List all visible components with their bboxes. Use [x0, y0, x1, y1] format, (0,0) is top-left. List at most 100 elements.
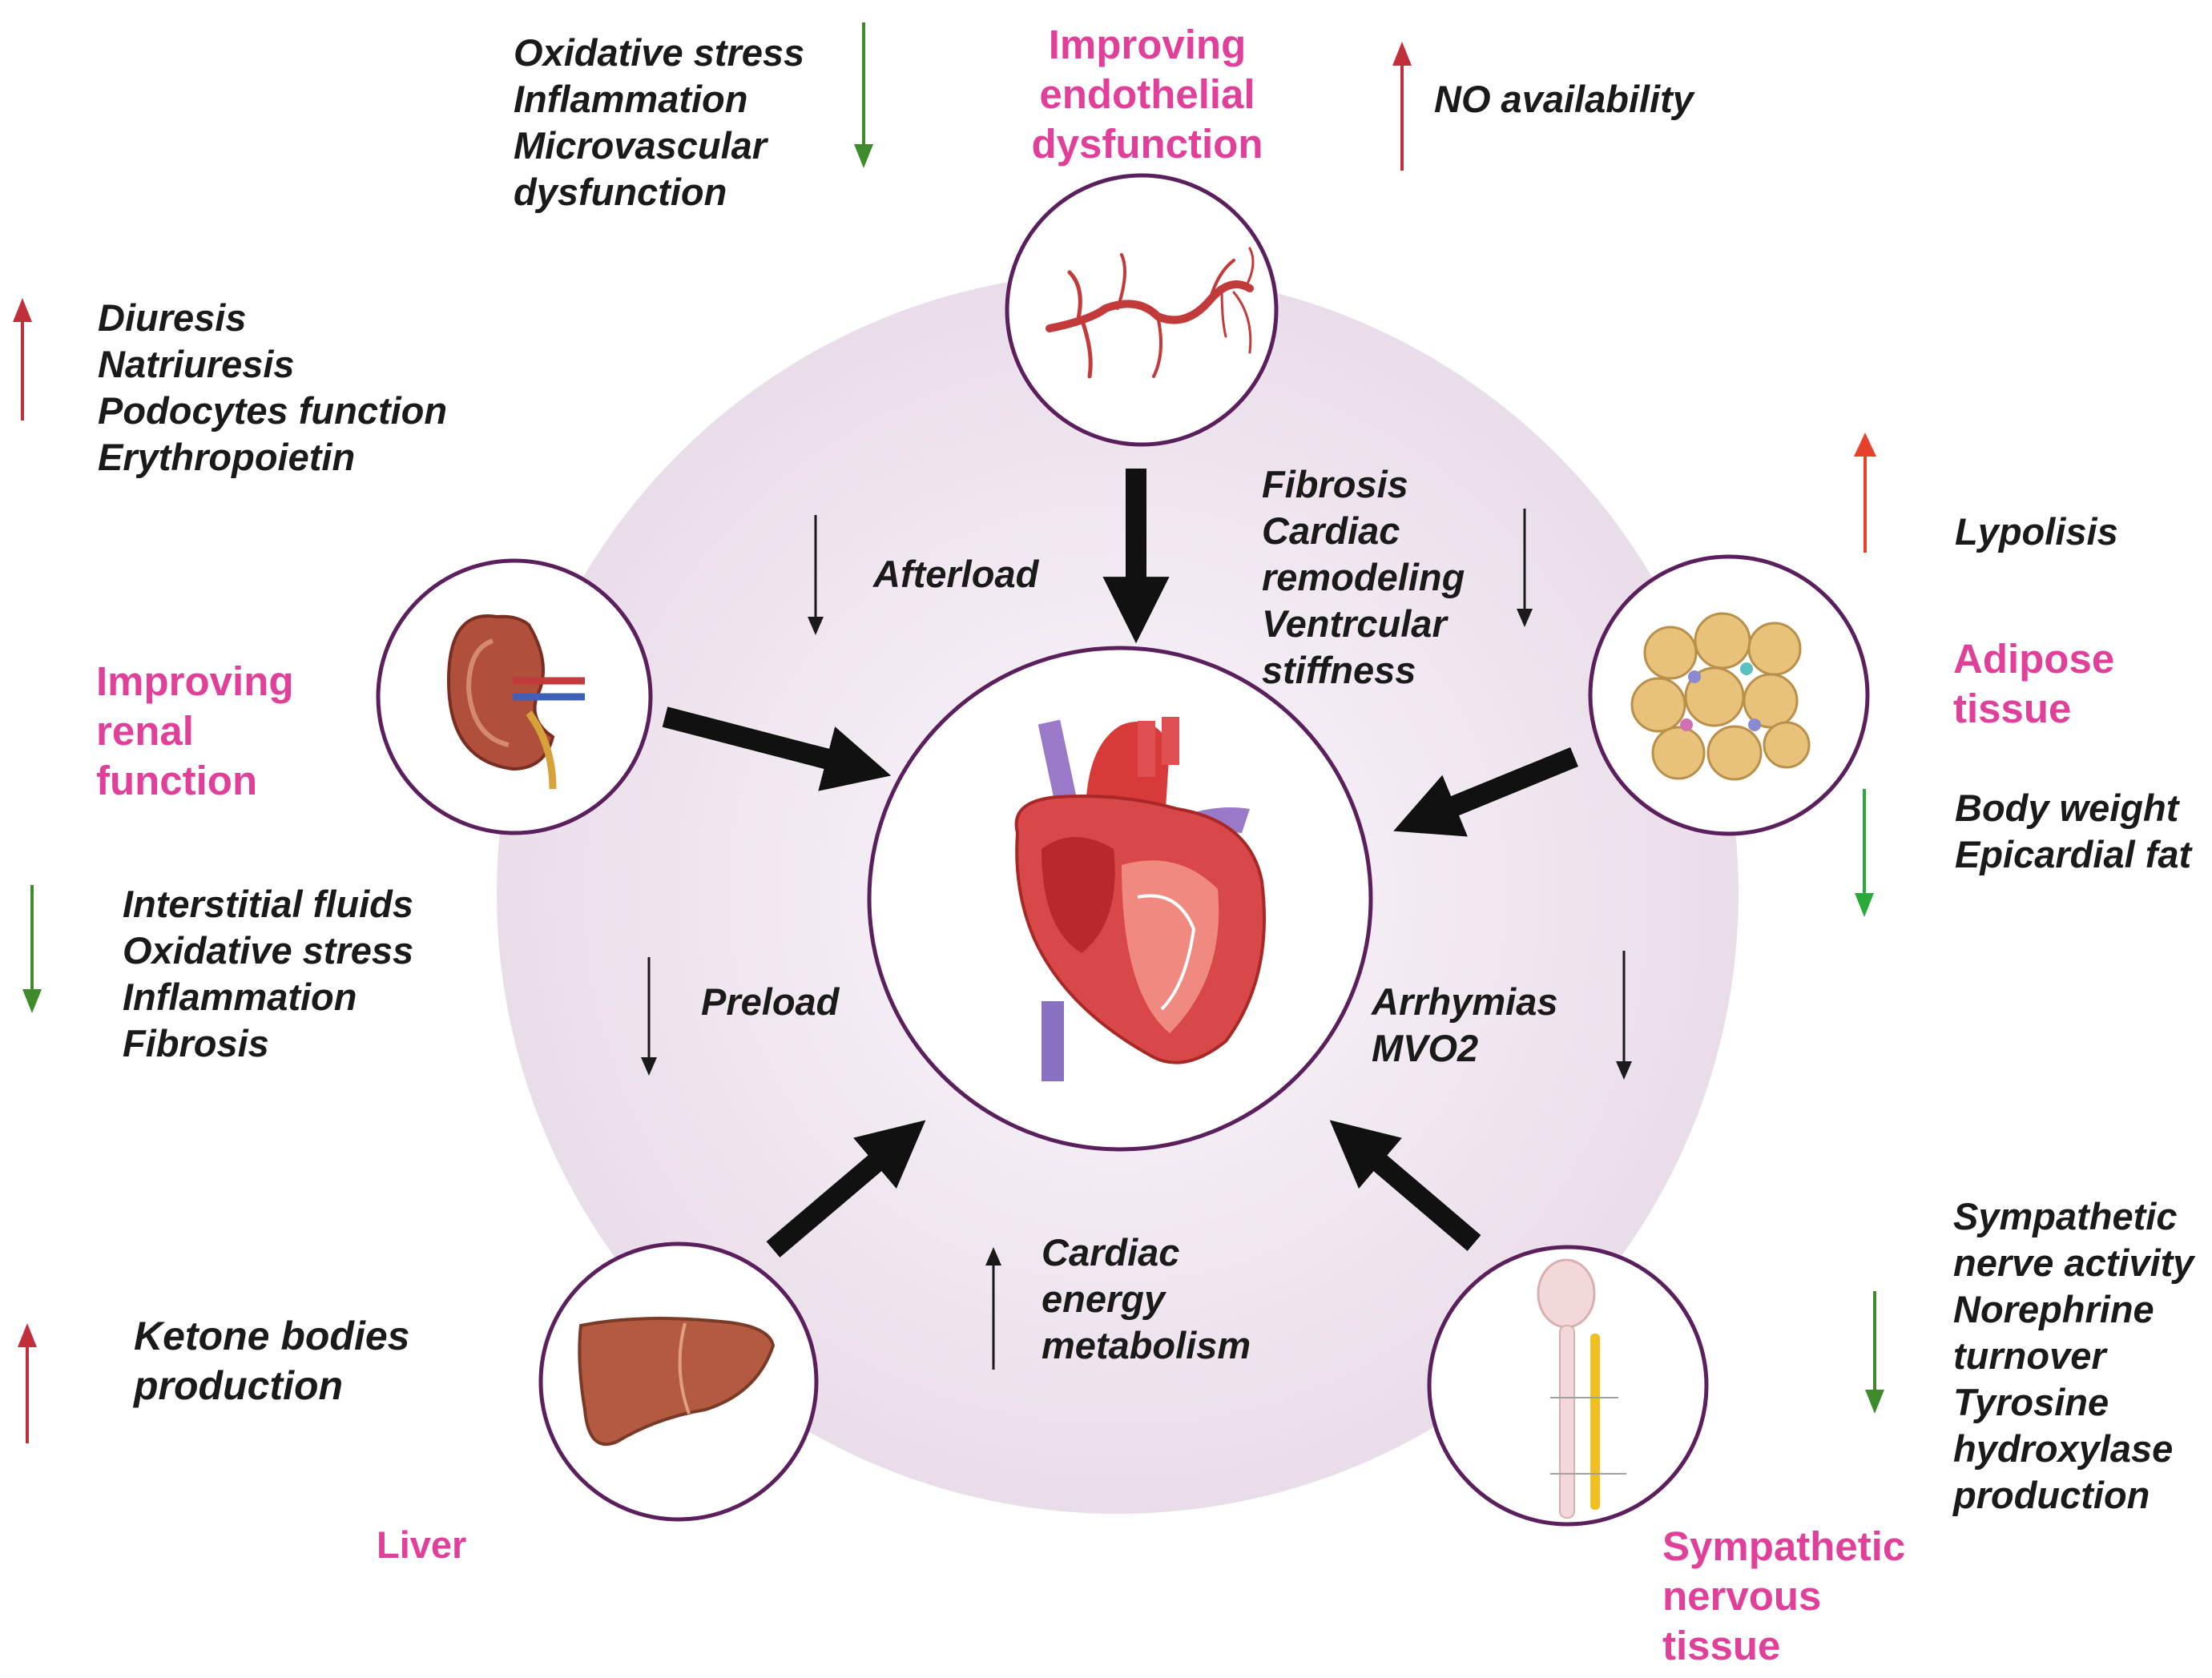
afterload-text: Afterload	[873, 553, 1039, 595]
sympathetic-title-line: Sympathetic	[1662, 1523, 1906, 1569]
sympathetic-title-line: tissue	[1662, 1623, 1781, 1668]
renal-decreased-item: Interstitial fluids	[123, 883, 413, 925]
kidney-icon	[446, 614, 585, 790]
arrhythmias-down-arrow	[1616, 951, 1632, 1080]
renal-down-arrow	[22, 885, 42, 1013]
adipose-title-line: tissue	[1953, 686, 2072, 731]
renal-decreased-item: Inflammation	[123, 976, 357, 1018]
renal-decreased-list: Interstitial fluids Oxidative stress Inf…	[123, 881, 413, 1067]
renal-title: Improving renal function	[96, 657, 294, 806]
endothelial-decreased-item: dysfunction	[514, 171, 727, 213]
renal-increased-item: Erythropoietin	[98, 436, 356, 478]
renal-up-arrow	[13, 298, 32, 421]
nervous-system-icon	[1537, 1258, 1626, 1519]
adipose-cells-icon	[1630, 612, 1811, 781]
endothelial-up-arrow	[1392, 42, 1412, 171]
sympathetic-decreased-item: hydroxylase	[1953, 1427, 2174, 1470]
endothelial-decreased-item: Inflammation	[514, 78, 748, 120]
adipose-decreased-item: Body weight	[1955, 787, 2179, 829]
adipose-up-arrow	[1854, 433, 1876, 553]
sympathetic-down-arrow	[1865, 1291, 1884, 1414]
adipose-increased-list: Lypolisis	[1955, 509, 2118, 555]
sympathetic-title-line: nervous	[1662, 1573, 1822, 1619]
blood-vessel-icon	[1046, 247, 1255, 379]
metabolism-item: metabolism	[1042, 1324, 1251, 1366]
metabolism-up-arrow	[985, 1247, 1001, 1370]
liver-title: Liver	[377, 1520, 466, 1570]
adipose-down-arrow	[1855, 789, 1874, 917]
sympathetic-decreased-item: Norephrine	[1953, 1288, 2154, 1330]
renal-decreased-item: Oxidative stress	[123, 929, 414, 972]
arrhythmias-item: Arrhymias	[1372, 980, 1558, 1023]
sympathetic-title: Sympathetic nervous tissue	[1662, 1522, 1905, 1671]
arrow-sympathetic-to-heart	[1329, 1120, 1481, 1251]
endothelial-increased-list: NO availability	[1434, 76, 1694, 123]
sympathetic-decreased-item: production	[1953, 1474, 2150, 1516]
liver-up-arrow	[18, 1323, 37, 1443]
remodeling-item: Ventrcular	[1262, 602, 1447, 645]
endothelial-title-line: dysfunction	[1031, 121, 1263, 167]
renal-increased-list: Diuresis Natriuresis Podocytes function …	[98, 295, 447, 481]
metabolism-item: Cardiac	[1042, 1231, 1180, 1274]
renal-decreased-item: Fibrosis	[123, 1022, 269, 1064]
renal-increased-item: Podocytes function	[98, 389, 448, 432]
afterload-down-arrow	[808, 515, 824, 635]
endothelial-increased-item: NO availability	[1434, 78, 1694, 120]
arrow-renal-to-heart	[662, 706, 892, 791]
heart-node	[867, 646, 1373, 1152]
endothelial-down-arrow	[854, 22, 873, 168]
liver-icon	[578, 1317, 776, 1447]
remodeling-item: Cardiac	[1262, 509, 1400, 552]
liver-node	[538, 1241, 819, 1522]
renal-title-line: renal	[96, 708, 194, 754]
effect-arrows	[641, 509, 1632, 1370]
arrhythmias-list: Arrhymias MVO2	[1372, 979, 1558, 1072]
liver-title-line: Liver	[377, 1523, 467, 1566]
sympathetic-node	[1427, 1245, 1709, 1527]
adipose-title-line: Adipose	[1953, 636, 2115, 682]
remodeling-list: Fibrosis Cardiac remodeling Ventrcular s…	[1262, 461, 1465, 694]
remodeling-down-arrow	[1517, 509, 1533, 627]
adipose-title: Adipose tissue	[1953, 634, 2114, 734]
remodeling-item: remodeling	[1262, 556, 1465, 598]
preload-label: Preload	[701, 979, 839, 1025]
afterload-label: Afterload	[873, 551, 1038, 598]
adipose-decreased-list: Body weight Epicardial fat	[1955, 785, 2191, 878]
sympathetic-decreased-item: Tyrosine	[1953, 1381, 2109, 1423]
adipose-increased-item: Lypolisis	[1955, 510, 2118, 553]
renal-title-line: function	[96, 758, 258, 803]
renal-title-line: Improving	[96, 658, 294, 704]
status-arrows	[13, 22, 1884, 1443]
arrow-liver-to-heart	[766, 1120, 926, 1257]
sympathetic-decreased-item: Sympathetic	[1953, 1195, 2178, 1237]
adipose-node	[1588, 554, 1870, 836]
sympathetic-decreased-item: nerve activity	[1953, 1241, 2194, 1284]
liver-increased-list: Ketone bodies production	[134, 1311, 409, 1410]
endothelial-decreased-list: Oxidative stress Inflammation Microvascu…	[514, 30, 804, 215]
liver-increased-item: Ketone bodies	[134, 1314, 410, 1358]
flow-arrows	[662, 469, 1578, 1257]
endothelial-decreased-item: Oxidative stress	[514, 31, 805, 74]
heart-icon	[1014, 717, 1266, 1081]
liver-increased-item: production	[134, 1363, 344, 1408]
renal-increased-item: Diuresis	[98, 296, 247, 339]
adipose-decreased-item: Epicardial fat	[1955, 833, 2192, 875]
arrhythmias-item: MVO2	[1372, 1027, 1479, 1069]
endothelial-title-line: Improving	[1048, 22, 1247, 67]
metabolism-list: Cardiac energy metabolism	[1042, 1229, 1251, 1369]
renal-node	[376, 558, 653, 835]
endothelial-title: Improving endothelial dysfunction	[987, 20, 1307, 169]
sympathetic-decreased-list: Sympathetic nerve activity Norephrine tu…	[1953, 1193, 2194, 1519]
arrow-adipose-to-heart	[1393, 746, 1578, 837]
endothelial-decreased-item: Microvascular	[514, 124, 768, 167]
remodeling-item: stiffness	[1262, 649, 1416, 691]
endothelial-node	[1005, 173, 1279, 447]
metabolism-item: energy	[1042, 1278, 1166, 1320]
preload-text: Preload	[701, 980, 840, 1023]
endothelial-title-line: endothelial	[1039, 71, 1255, 117]
preload-down-arrow	[641, 957, 657, 1076]
renal-increased-item: Natriuresis	[98, 343, 295, 385]
sympathetic-decreased-item: turnover	[1953, 1334, 2106, 1377]
remodeling-item: Fibrosis	[1262, 463, 1408, 505]
